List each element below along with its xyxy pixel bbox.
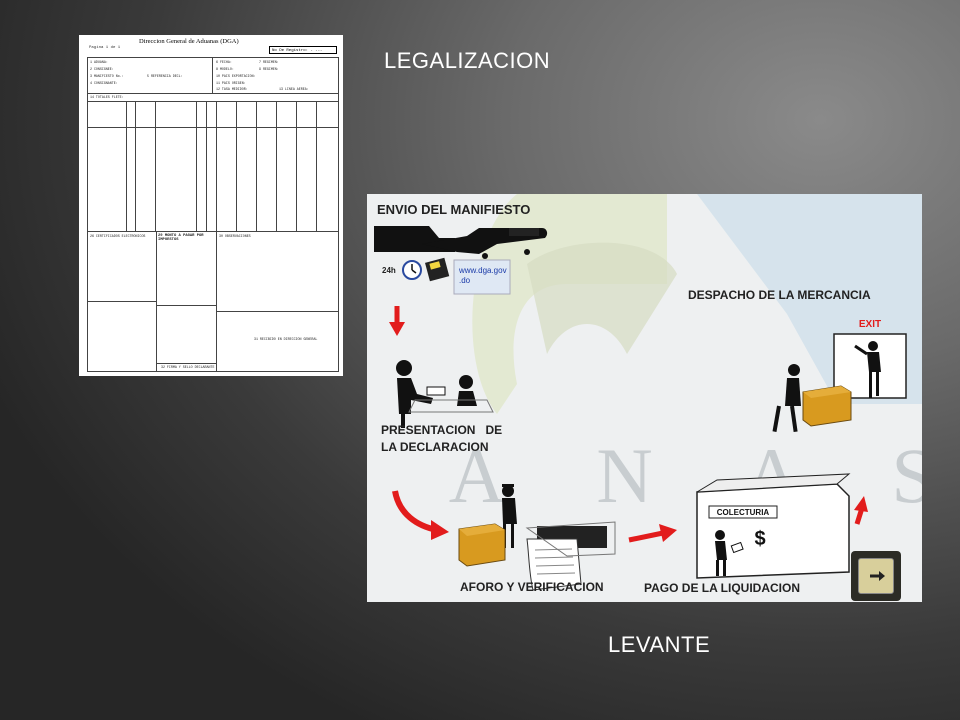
form-field: 30 OBSERVACIONES — [219, 234, 251, 238]
step-presentacion-line2: LA DECLARACION — [381, 440, 489, 454]
form-rule — [236, 101, 237, 231]
form-rule — [276, 101, 277, 231]
step-envio-manifiesto: ENVIO DEL MANIFIESTO — [377, 202, 531, 217]
form-rule — [196, 101, 197, 231]
form-field: 7 REGIMEN: — [259, 60, 279, 64]
customs-declaration-form: Direccion General de Aduanas (DGA) Pagin… — [79, 35, 343, 376]
form-field: 14 TOTALES FLETE: — [90, 95, 124, 99]
form-rule — [87, 101, 339, 102]
form-rule — [156, 305, 216, 306]
cargo-box-icon — [802, 385, 852, 427]
form-rule — [87, 57, 339, 58]
diagram-graphics: U A N A S — [367, 194, 922, 591]
clock-icon — [402, 260, 422, 280]
form-rule — [87, 301, 156, 302]
step-despacho-mercancia: DESPACHO DE LA MERCANCIA — [688, 288, 871, 302]
form-field: 31 RECIBIDO EN DIRECCION GENERAL — [254, 337, 318, 341]
form-rule — [216, 231, 217, 371]
exit-sign: EXIT — [859, 319, 881, 330]
form-rule — [87, 231, 339, 232]
form-field: 11 PAIS ORIGEN: — [216, 81, 246, 85]
form-field: 9 REGIMEN: — [259, 67, 279, 71]
form-rule — [87, 127, 339, 128]
form-rule — [135, 101, 136, 231]
form-rule — [316, 101, 317, 231]
website-link-suffix[interactable]: .do — [459, 276, 471, 285]
form-field: 5 REFERENCIA DECL: — [147, 74, 183, 78]
payer-figure — [715, 530, 744, 576]
form-rule — [206, 101, 207, 231]
form-rule — [216, 101, 217, 231]
form-rule — [212, 57, 213, 93]
form-rule — [87, 93, 339, 94]
form-rule — [87, 371, 339, 372]
form-field: 1 ADUANA: — [90, 60, 108, 64]
form-page-number: Pagina 1 de 1 — [89, 46, 121, 50]
form-field: 3 MANIFIESTO No.: — [90, 74, 124, 78]
building-sign: COLECTURIA — [717, 508, 770, 517]
form-rule — [296, 101, 297, 231]
form-field: 10 PAIS EXPORTACION: — [216, 74, 256, 78]
exiting-person-figure — [854, 341, 881, 398]
document-printout-icon — [525, 521, 616, 591]
next-button[interactable] — [851, 551, 901, 601]
arrow-up-icon — [854, 496, 868, 525]
step-pago-liquidacion: PAGO DE LA LIQUIDACION — [644, 581, 800, 595]
slide-title-levante: LEVANTE — [608, 632, 711, 657]
hours-label: 24h — [382, 266, 396, 275]
form-rule — [338, 57, 339, 372]
arrow-right-icon — [628, 524, 677, 543]
form-field: 32 FIRMA Y SELLO DECLARANTE — [161, 365, 215, 369]
form-rule — [256, 101, 257, 231]
form-rule — [156, 363, 216, 364]
form-rule — [216, 311, 338, 312]
arrow-right-icon — [870, 571, 885, 581]
declarant-figure — [396, 360, 494, 428]
step-presentacion-line1: PRESENTACION DE — [381, 423, 503, 437]
form-registry-box: No De Registro: - --- — [269, 46, 337, 54]
colecturia-building-icon: COLECTURIA $ — [696, 473, 851, 579]
form-rule — [87, 57, 88, 372]
form-field: 8 MODELO: — [216, 67, 234, 71]
step-aforo-verificacion: AFORO Y VERIFICACION — [460, 580, 604, 594]
form-field: 4 CONSIGNANTE: — [90, 81, 118, 85]
form-rule — [126, 101, 127, 231]
form-rule — [156, 231, 157, 371]
porter-figure — [772, 364, 801, 433]
arrow-curved-icon — [392, 490, 449, 540]
airplane-icon — [422, 228, 548, 259]
form-field: 12 TASA MEDIDOR: — [216, 87, 248, 91]
form-rule — [155, 101, 156, 231]
slide-title-legalizacion: LEGALIZACION — [384, 48, 551, 73]
floppy-disk-icon — [425, 257, 450, 282]
form-field: 6 FECHA: — [216, 60, 232, 64]
watermark-shape — [527, 242, 677, 354]
currency-sign: $ — [754, 528, 765, 550]
cargo-box-icon — [458, 523, 506, 567]
form-field: 26 CERTIFICADOS ELECTRONICOS — [90, 234, 146, 238]
form-title: Direccion General de Aduanas (DGA) — [139, 38, 239, 45]
arrow-down-icon — [389, 306, 405, 336]
form-field: 29 MONTO A PAGAR POR IMPUESTOS — [158, 234, 204, 242]
next-button-face — [858, 558, 894, 594]
form-field: 13 LINEA AEREA: — [279, 87, 309, 91]
computer-screen-icon — [453, 259, 511, 295]
customs-process-diagram: U A N A S — [367, 194, 922, 602]
form-field: 2 CONSIGNEE: — [90, 67, 114, 71]
website-link[interactable]: www.dga.gov — [459, 266, 507, 275]
